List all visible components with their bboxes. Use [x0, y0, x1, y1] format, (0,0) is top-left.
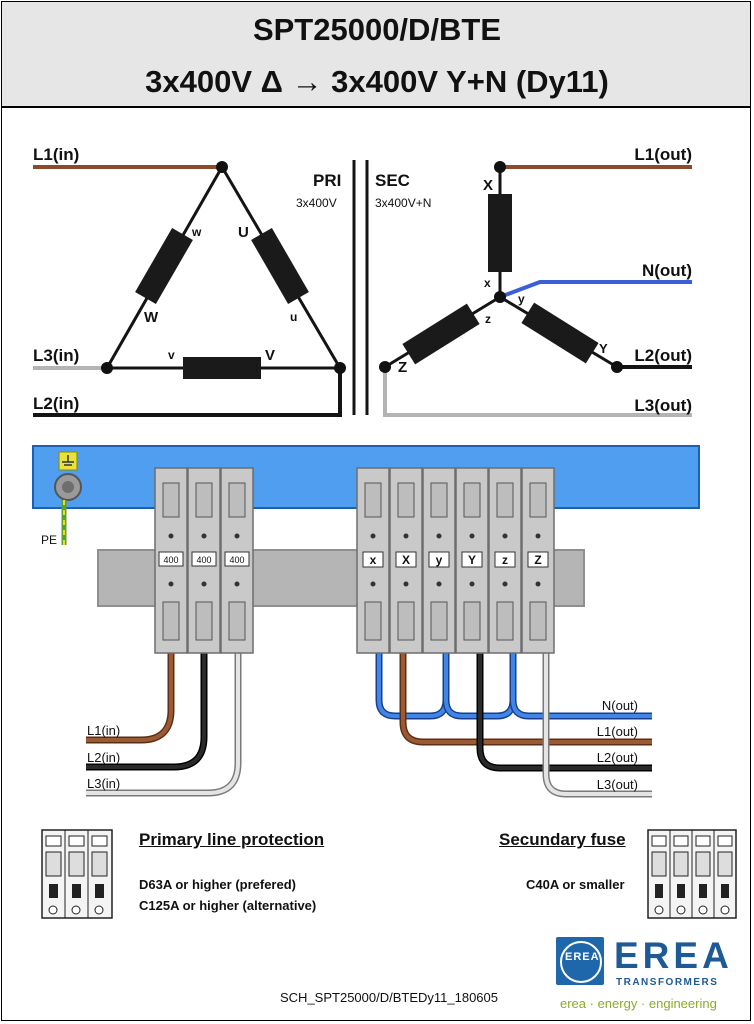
- output-terminals: x X y Y z Z: [356, 467, 555, 654]
- l1-out-wire-label: L1(out): [597, 724, 638, 739]
- l3-out-wire-label: L3(out): [597, 777, 638, 792]
- winding-z: [402, 303, 480, 365]
- delta-diagram: L1(in) L3(in) L2(in) w W U u v V: [33, 145, 346, 417]
- logo-badge-text: EREA: [565, 951, 600, 963]
- node-l2: [334, 362, 346, 374]
- primary-protection-line2: C125A or higher (alternative): [139, 898, 317, 913]
- title-banner: [2, 2, 750, 108]
- winding-x: [488, 194, 512, 272]
- input-tag-2: 400: [196, 555, 211, 565]
- winding-v: [183, 357, 261, 379]
- n-out-wire: [499, 280, 692, 299]
- document-id: SCH_SPT25000/D/BTEDy11_180605: [280, 990, 498, 1005]
- z-big-label: Z: [398, 359, 407, 376]
- n-out-wire-label: N(out): [602, 698, 638, 713]
- x-small-label: x: [484, 276, 491, 290]
- secondary-fuse-title: Secundary fuse: [499, 830, 626, 849]
- model-title: SPT25000/D/BTE: [252, 12, 502, 47]
- terminal-assembly: PE L1(in) L2(in) L3(in) N(out) L1(out) L…: [32, 445, 700, 798]
- input-tag-3: 400: [229, 555, 244, 565]
- u-big-label: U: [238, 224, 249, 241]
- l3-in-wire-label: L3(in): [87, 776, 120, 791]
- u-small-label: u: [290, 310, 297, 324]
- n-out-label: N(out): [642, 261, 692, 280]
- y-small-label: y: [518, 292, 525, 306]
- input-terminals: 400 400 400: [154, 467, 254, 654]
- v-big-label: V: [265, 347, 275, 364]
- brand-sub: TRANSFORMERS: [616, 977, 719, 988]
- l2-out-label: L2(out): [634, 346, 692, 365]
- star-diagram: X x y Y z Z L1(out) N(out) L2(out) L3(ou…: [379, 145, 692, 417]
- l1-out-label: L1(out): [634, 145, 692, 164]
- pe-terminal: PE: [41, 451, 82, 547]
- brand-name: EREA: [614, 935, 733, 976]
- w-small-label: w: [191, 225, 202, 239]
- output-tag-Y: Y: [468, 553, 476, 567]
- primary-protection-title: Primary line protection: [139, 830, 325, 849]
- erea-logo-icon: EREA: [556, 937, 604, 985]
- pri-voltage: 3x400V: [296, 196, 337, 210]
- z-small-label: z: [485, 312, 491, 326]
- l3-out-wire: [383, 367, 692, 417]
- output-tag-x: x: [370, 553, 377, 567]
- l2-in-wire: [33, 368, 342, 417]
- x-big-label: X: [483, 177, 493, 194]
- sec-label: SEC: [375, 171, 410, 190]
- l3-in-label: L3(in): [33, 346, 79, 365]
- w-big-label: W: [144, 309, 159, 326]
- primary-protection-line1: D63A or higher (prefered): [139, 877, 296, 892]
- l2-out-wire-label: L2(out): [597, 750, 638, 765]
- secondary-breaker-icon: [647, 829, 737, 919]
- config-title: 3x400V Δ → 3x400V Y+N (Dy11): [145, 64, 609, 99]
- l2-in-label: L2(in): [33, 394, 79, 413]
- secondary-fuse-line1: C40A or smaller: [526, 877, 625, 892]
- l2-in-wire-label: L2(in): [87, 750, 120, 765]
- transformer-core: PRI 3x400V SEC 3x400V+N: [296, 160, 431, 415]
- winding-w: [135, 227, 193, 305]
- winding-y: [521, 302, 599, 364]
- output-tag-z: z: [502, 553, 508, 567]
- node-l1: [216, 161, 228, 173]
- output-tag-Z: Z: [534, 553, 541, 567]
- input-tag-1: 400: [163, 555, 178, 565]
- l1-in-label: L1(in): [33, 145, 79, 164]
- l3-out-label: L3(out): [634, 396, 692, 415]
- primary-breaker-icon: [41, 829, 113, 919]
- v-small-label: v: [168, 348, 175, 362]
- pri-label: PRI: [313, 171, 341, 190]
- pe-label: PE: [41, 533, 57, 547]
- node-l3: [101, 362, 113, 374]
- output-tag-y: y: [436, 553, 443, 567]
- y-big-label: Y: [599, 341, 608, 356]
- brand-tagline: erea · energy · engineering: [560, 996, 717, 1011]
- output-tag-X: X: [402, 553, 410, 567]
- l1-in-wire-label: L1(in): [87, 723, 120, 738]
- sec-voltage: 3x400V+N: [375, 196, 431, 210]
- winding-u: [251, 227, 309, 305]
